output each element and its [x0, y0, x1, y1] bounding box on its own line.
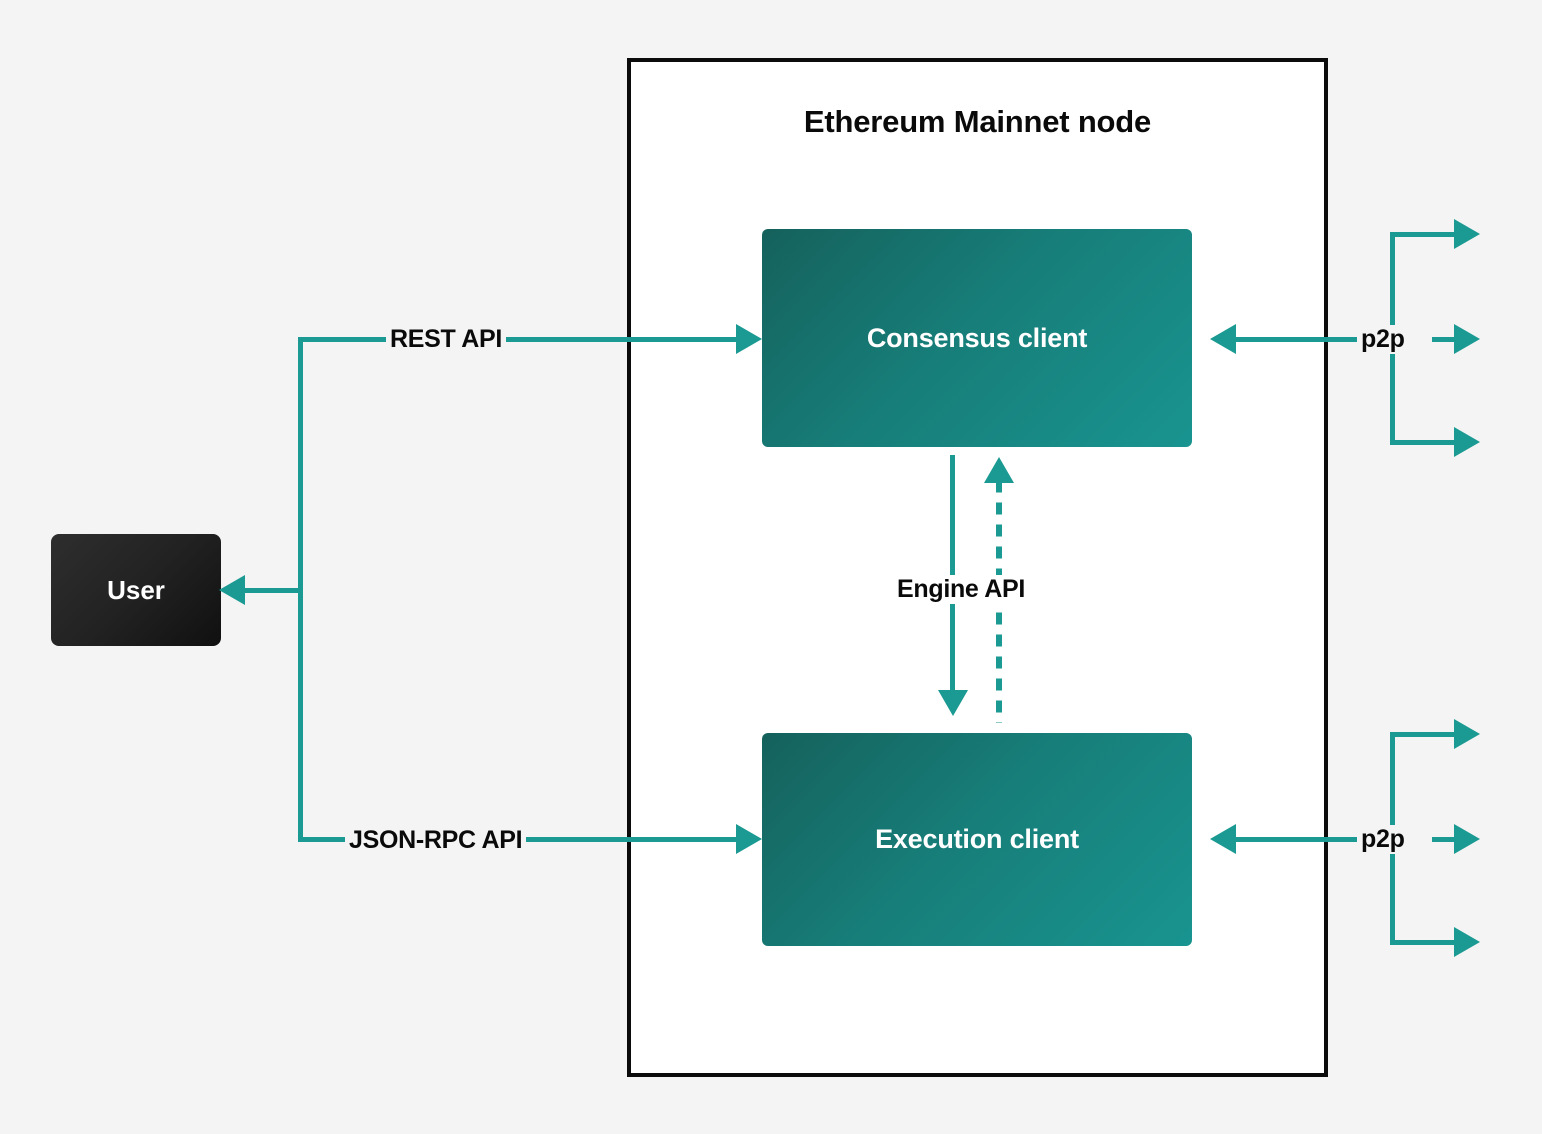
- json-rpc-api-arrowhead: [736, 824, 762, 854]
- rest-api-edge-line: [298, 337, 738, 342]
- engine-api-upstream-arrowhead: [984, 457, 1014, 483]
- user-node-label: User: [107, 574, 165, 605]
- p2p-consensus-inbound-arrowhead: [1210, 324, 1236, 354]
- page-title: Ethereum Mainnet node: [803, 104, 1152, 139]
- p2p-execution-peer2-arrowhead: [1454, 824, 1480, 854]
- json-rpc-api-label: JSON-RPC API: [345, 826, 527, 855]
- execution-client-label: Execution client: [875, 824, 1079, 854]
- execution-client-node[interactable]: Execution client: [762, 733, 1192, 946]
- rest-api-label: REST API: [386, 325, 506, 354]
- p2p-consensus-peer1-arrowhead: [1454, 219, 1480, 249]
- p2p-consensus-upper-riser: [1390, 232, 1395, 340]
- p2p-execution-peer3-line: [1390, 940, 1456, 945]
- p2p-execution-upper-riser: [1390, 732, 1395, 840]
- p2p-execution-peer1-line: [1390, 732, 1456, 737]
- p2p-consensus-peer2-line: [1432, 337, 1456, 342]
- p2p-consensus-lower-riser: [1390, 337, 1395, 445]
- p2p-execution-peer3-arrowhead: [1454, 927, 1480, 957]
- p2p-consensus-peer3-arrowhead: [1454, 427, 1480, 457]
- p2p-consensus-peer3-line: [1390, 440, 1456, 445]
- engine-api-downstream-arrowhead: [938, 690, 968, 716]
- consensus-client-node[interactable]: Consensus client: [762, 229, 1192, 447]
- p2p-execution-peer2-line: [1432, 837, 1456, 842]
- p2p-execution-inbound-line: [1236, 837, 1382, 842]
- p2p-execution-lower-riser: [1390, 837, 1395, 945]
- p2p-execution-inbound-arrowhead: [1210, 824, 1236, 854]
- user-bus-branch-line: [245, 588, 303, 593]
- user-node[interactable]: User: [51, 534, 221, 646]
- user-arrowhead: [219, 575, 245, 605]
- engine-api-label: Engine API: [893, 575, 1030, 604]
- consensus-client-label: Consensus client: [866, 322, 1088, 353]
- p2p-consensus-inbound-line: [1236, 337, 1382, 342]
- p2p-execution-label: p2p: [1357, 825, 1409, 854]
- p2p-consensus-peer1-line: [1390, 232, 1456, 237]
- p2p-execution-peer1-arrowhead: [1454, 719, 1480, 749]
- p2p-consensus-label: p2p: [1357, 325, 1409, 354]
- p2p-consensus-peer2-arrowhead: [1454, 324, 1480, 354]
- rest-api-arrowhead: [736, 324, 762, 354]
